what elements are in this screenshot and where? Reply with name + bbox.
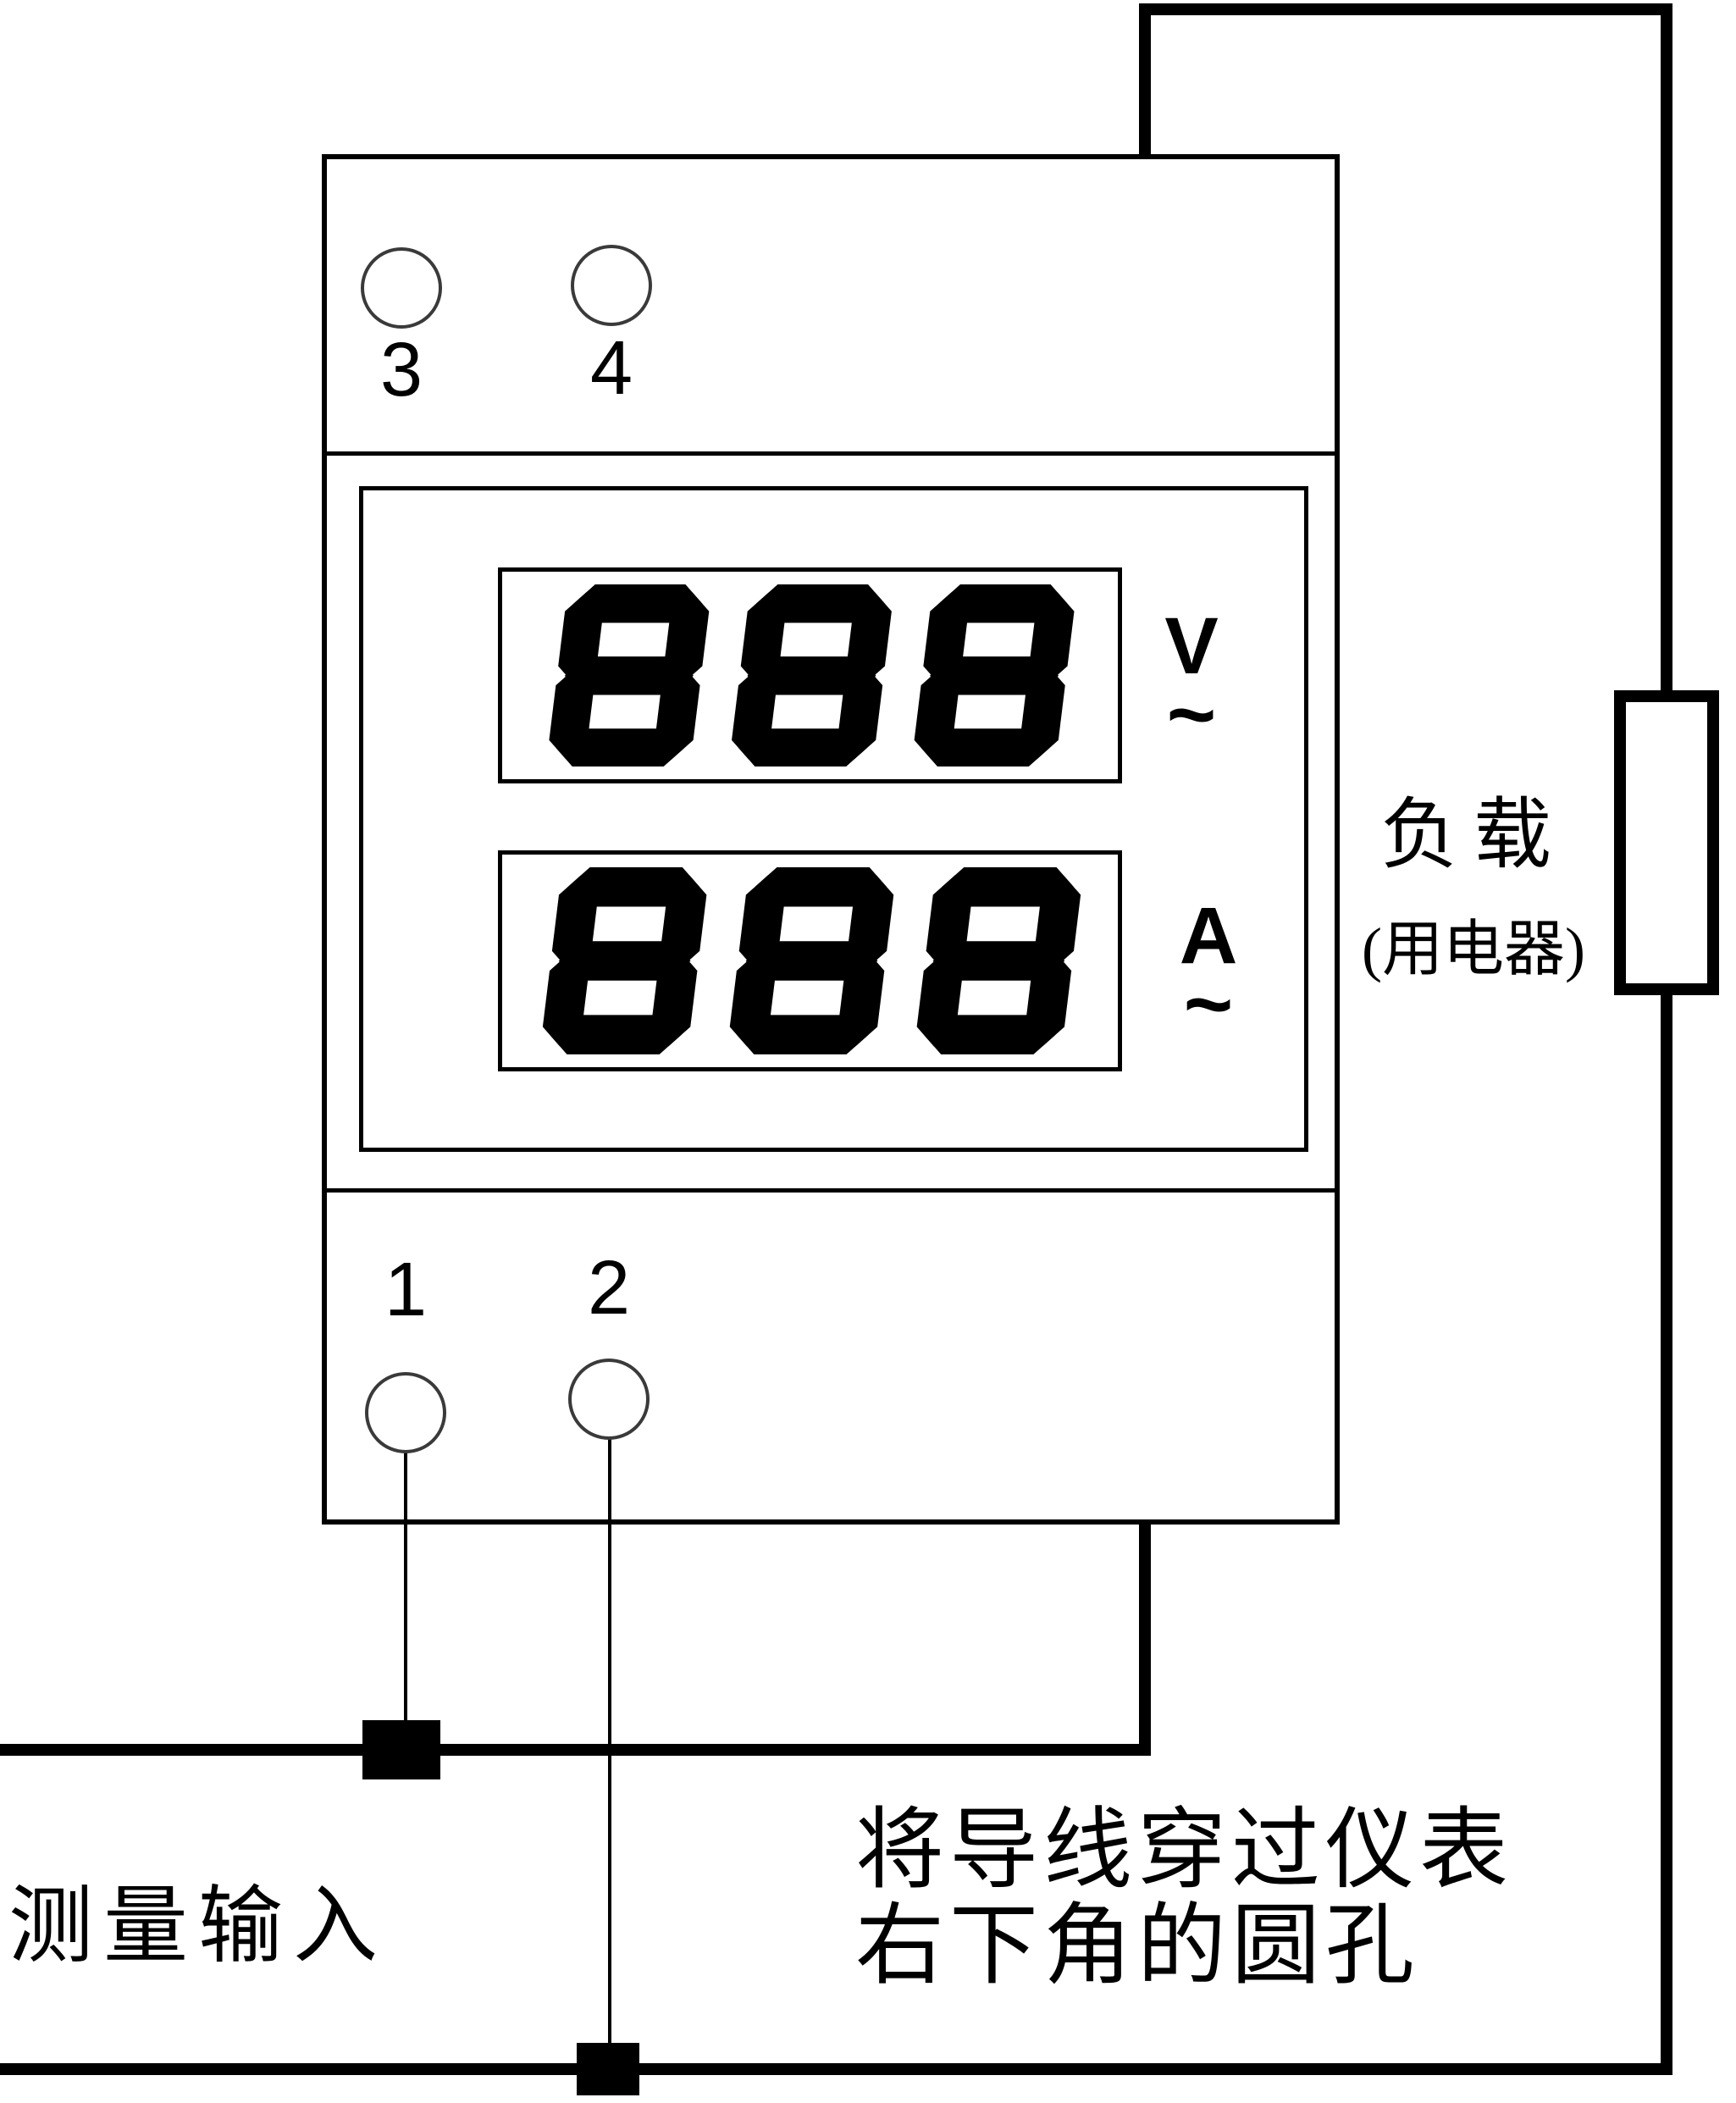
- wire-bottom-horizontal: [0, 2063, 1672, 2075]
- voltage-display: [498, 567, 1122, 783]
- terminal-3-hole: [361, 247, 442, 329]
- terminal-2-hole: [568, 1359, 650, 1440]
- current-seven-segment: [542, 867, 1081, 1054]
- wire-top-horizontal: [1139, 3, 1672, 15]
- ac-wave-symbol: ~: [1166, 667, 1217, 762]
- load-sublabel: (用电器): [1362, 916, 1585, 983]
- current-unit-letter: A: [1179, 891, 1238, 981]
- terminal-4-label: 4: [589, 326, 633, 411]
- junction-terminal1: [362, 1720, 440, 1779]
- voltage-seven-segment: [548, 584, 1075, 767]
- load-label: 负载: [1379, 792, 1567, 878]
- meter-bottom-divider: [327, 1188, 1335, 1193]
- terminal-2-label: 2: [587, 1246, 631, 1331]
- wire-meter-bottom-vertical: [1139, 1519, 1151, 1756]
- wire-note-line1: 将导线穿过仪表: [855, 1801, 1514, 1900]
- ac-wave-symbol: ~: [1183, 957, 1234, 1052]
- meter-top-divider: [327, 451, 1335, 456]
- wire-right-upper: [1661, 3, 1672, 690]
- current-display: [498, 850, 1122, 1071]
- terminal-1-label: 1: [384, 1248, 428, 1332]
- wire-terminal1-lead: [404, 1450, 407, 1750]
- terminal-4-hole: [571, 245, 652, 326]
- current-unit: A ~: [1162, 891, 1255, 1052]
- wire-right-lower: [1661, 995, 1672, 2075]
- wire-terminal2-lead: [608, 1437, 611, 2069]
- wire-note-line2: 右下角的圆孔: [855, 1896, 1420, 1995]
- measurement-input-label: 测量输入: [8, 1879, 388, 1973]
- voltage-unit: V ~: [1145, 601, 1238, 762]
- load-resistor: [1614, 690, 1719, 995]
- wire-middle-horizontal: [0, 1744, 1151, 1756]
- voltage-unit-letter: V: [1164, 601, 1219, 691]
- terminal-3-label: 3: [379, 328, 423, 412]
- wire-top-vertical: [1139, 3, 1151, 159]
- junction-terminal2: [577, 2043, 639, 2095]
- terminal-1-hole: [365, 1372, 446, 1453]
